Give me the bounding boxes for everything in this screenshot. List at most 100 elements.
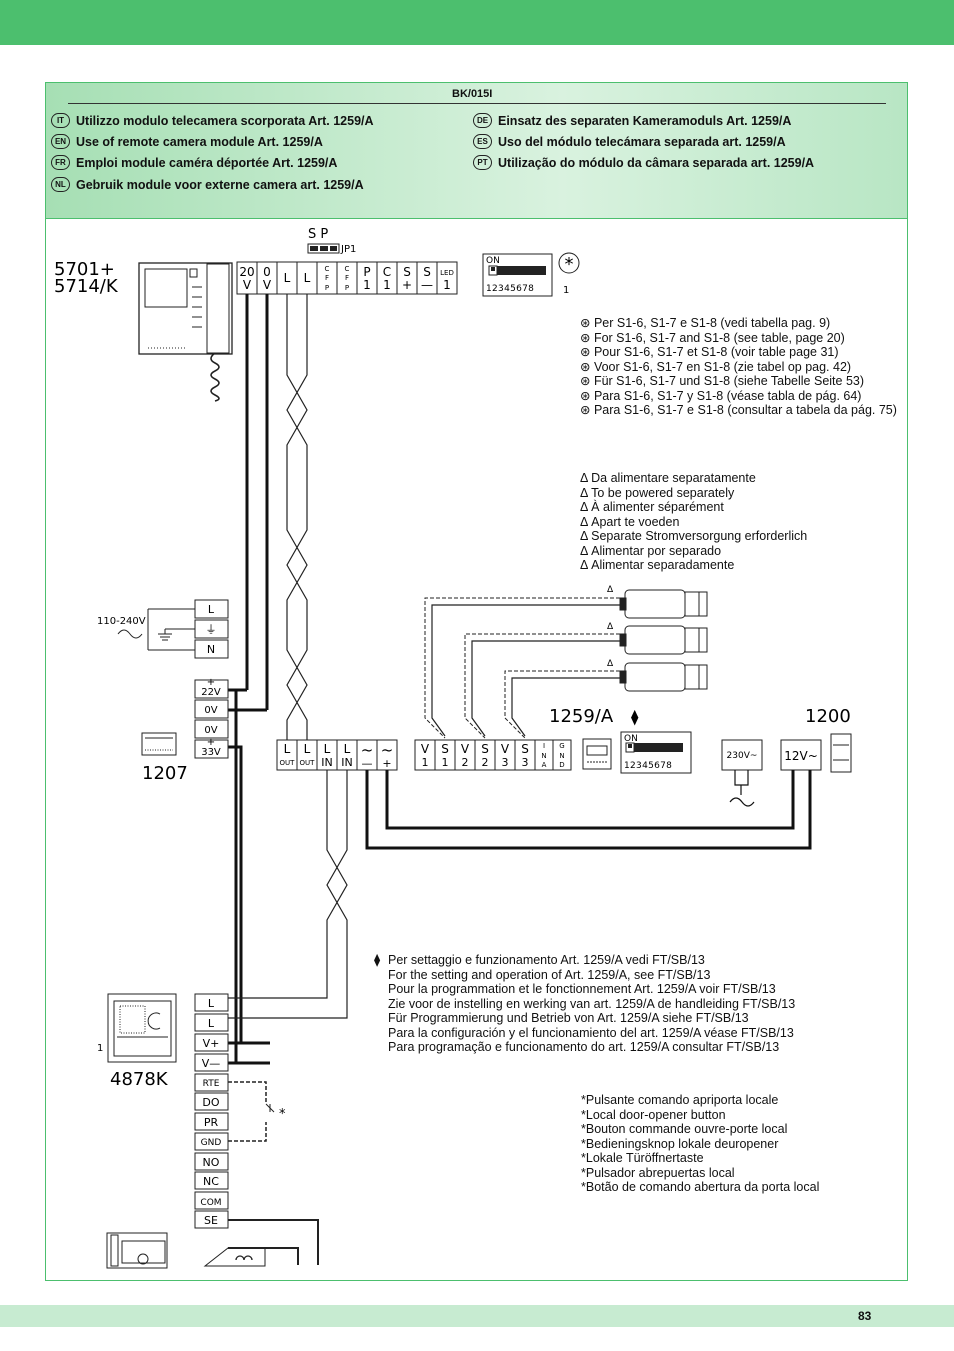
mod-term-2: L xyxy=(324,742,331,756)
term-splus-b: + xyxy=(402,278,412,292)
dip-note-text: Für S1-6, S1-7 und S1-8 (siehe Tabelle S… xyxy=(593,374,865,388)
camera-module-icon xyxy=(582,738,612,770)
term-20v-b: V xyxy=(243,278,252,292)
panel-term-nc: NC xyxy=(203,1175,219,1188)
title-text: Emploi module caméra déportée Art. 1259/… xyxy=(76,155,338,170)
dip-notes: ⊛ Per S1-6, S1-7 e S1-8 (vedi tabella pa… xyxy=(580,316,897,418)
title-text: Gebruik module voor externe camera art. … xyxy=(76,177,364,192)
panel-term-gnd: GND xyxy=(201,1138,222,1148)
term-20v-a: 20 xyxy=(239,265,254,279)
mod-sub-7: 1 xyxy=(442,756,449,769)
dip-note: ⊛ Para S1-6, S1-7 e S1-8 (consultar a ta… xyxy=(580,403,897,417)
mod-term-4: ~ xyxy=(361,741,374,759)
settings-note-text: Per settaggio e funzionamento Art. 1259/… xyxy=(388,953,705,967)
title-text: Use of remote camera module Art. 1259/A xyxy=(76,134,323,149)
term-sminus-b: — xyxy=(421,278,433,292)
term-l2: L xyxy=(304,271,311,285)
camera-1-delta: Δ xyxy=(607,585,614,595)
mod-sub-9: 2 xyxy=(482,756,489,769)
mod-sub-11: 3 xyxy=(522,756,529,769)
panel-term-vplus: V+ xyxy=(203,1037,220,1050)
mod-sub-3: IN xyxy=(341,756,352,769)
term-p1-a: P xyxy=(363,265,370,279)
settings-note: Zie voor de instelling en werking van ar… xyxy=(388,996,796,1011)
camera-module-label: 1259/A xyxy=(549,706,614,727)
door-button-note: *Pulsante comando apriporta locale xyxy=(581,1093,779,1107)
door-button-note: *Local door-opener button xyxy=(581,1107,726,1122)
power-note: Δ To be powered separately xyxy=(580,485,735,500)
mod-sub-13: N xyxy=(559,752,564,760)
settings-note: Pour la programmation et le fonctionneme… xyxy=(388,982,776,996)
jp1-pin xyxy=(330,246,337,251)
diamond-mark: ⧫ xyxy=(631,708,639,726)
sp-label: S P xyxy=(308,227,328,242)
page-number: 83 xyxy=(858,1309,872,1323)
camera-3-delta: Δ xyxy=(607,659,614,669)
dip-note: ⊛ For S1-6, S1-7 and S1-8 (see table, pa… xyxy=(580,330,845,345)
dip-note-text: Para S1-6, S1-7 e S1-8 (consultar a tabe… xyxy=(593,403,897,417)
settings-note: ⧫Per settaggio e funzionamento Art. 1259… xyxy=(374,953,795,968)
camera-wiring xyxy=(424,597,620,739)
mod-term-1: L xyxy=(304,742,311,756)
supply-plus-mark: + xyxy=(207,677,215,688)
mod-sub-4: — xyxy=(362,757,373,770)
settings-note: Para la configuración y el funcionamient… xyxy=(388,1025,794,1040)
term-0v-b: V xyxy=(263,278,272,292)
dip-note-text: Per S1-6, S1-7 e S1-8 (vedi tabella pag.… xyxy=(593,316,831,330)
jp1-label: JP1 xyxy=(340,244,356,255)
term-cfp2-b: F xyxy=(345,274,349,282)
module-dip-digits: 12345678 xyxy=(624,761,672,771)
term-led-a: LED xyxy=(440,269,454,277)
door-button-notes: *Pulsante comando apriporta locale *Loca… xyxy=(581,1093,819,1195)
dip-on-label: ON xyxy=(486,256,500,266)
module-terminal-strip xyxy=(276,739,572,771)
dip-switch-monitor xyxy=(482,253,553,297)
term-c1-a: C xyxy=(383,265,391,279)
dip-note-text: For S1-6, S1-7 and S1-8 (see table, page… xyxy=(593,330,845,345)
transformer-output: 12V~ xyxy=(784,749,818,763)
term-splus-a: S xyxy=(403,265,411,279)
mod-term-12: I xyxy=(543,742,545,750)
door-button-note: *Bouton commande ouvre-porte local xyxy=(581,1122,788,1136)
settings-note: Für Programmierung und Betrieb von Art. … xyxy=(388,1011,749,1025)
dip-switch-module xyxy=(620,731,692,774)
transformer-input: 230V~ xyxy=(727,751,758,761)
term-sminus-a: S xyxy=(423,265,431,279)
dip-index: 1 xyxy=(563,285,569,296)
term-p1-b: 1 xyxy=(363,278,371,292)
mains-wiring xyxy=(117,608,195,651)
mod-sub-6: 1 xyxy=(422,756,429,769)
entrance-panel-label: 4878K xyxy=(110,1069,169,1090)
transformer-label: 1200 xyxy=(805,706,851,727)
door-button-note: *Botão de comando abertura da porta loca… xyxy=(581,1180,820,1194)
camera-1 xyxy=(619,589,708,619)
term-0v-a: 0 xyxy=(263,265,271,279)
door-button-note: *Bedieningsknop lokale deuropener xyxy=(581,1136,779,1151)
module-dip-on: ON xyxy=(624,734,638,744)
settings-note: For the setting and operation of Art. 12… xyxy=(388,967,711,982)
mod-sub-13b: D xyxy=(559,761,564,769)
power-note: Δ Alimentar separadamente xyxy=(580,558,735,572)
lang-badge: DE xyxy=(473,113,492,128)
mod-term-6: V xyxy=(421,742,430,756)
mod-term-9: S xyxy=(481,742,489,756)
asterisk-symbol: * xyxy=(565,254,574,275)
monitor-model-2: 5714/K xyxy=(54,276,119,297)
power-supply-label: 1207 xyxy=(142,763,188,784)
panel-terminal-strip xyxy=(194,993,229,1229)
transformer-terminals xyxy=(721,739,822,771)
door-button-asterisk: * xyxy=(279,1107,286,1122)
panel-term-se: SE xyxy=(204,1214,218,1227)
power-note: Δ Alimentar por separado xyxy=(580,543,722,558)
mod-sub-8: 2 xyxy=(462,756,469,769)
camera-2 xyxy=(619,625,708,655)
panel-term-no: NO xyxy=(203,1156,220,1169)
monitor-5714k xyxy=(138,262,233,402)
mod-term-3: L xyxy=(344,742,351,756)
mod-term-7: S xyxy=(441,742,449,756)
panel-term-l2: L xyxy=(208,1017,215,1030)
